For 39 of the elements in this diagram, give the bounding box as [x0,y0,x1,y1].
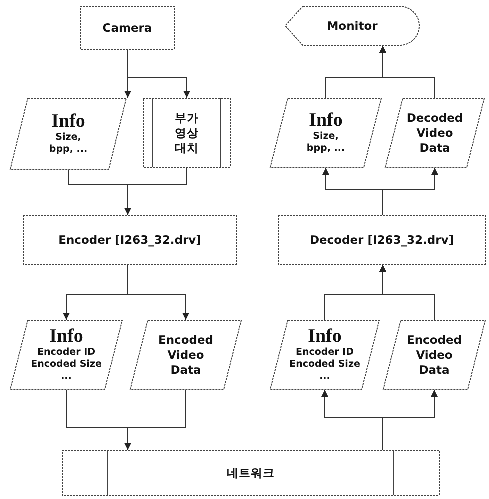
node-text: Size, bpp, ... [48,132,88,156]
arrow [128,50,190,98]
process-box [278,215,486,265]
data-parallelogram [270,98,382,168]
node-text: Decoder [I263_32.drv] [310,232,454,248]
data-parallelogram [10,98,127,170]
node-text: Monitor [327,18,378,34]
node-text: Size, bpp, ... [306,131,346,155]
predefined-process-box [143,98,231,168]
arrow [124,168,188,216]
node-heading: Info [52,112,86,132]
node-text: Encoder [I263_32.drv] [58,232,202,248]
data-parallelogram [10,320,123,390]
arrow [380,264,435,320]
node-heading: Info [308,327,342,347]
data-parallelogram [270,320,380,390]
arrow [124,50,132,98]
node-heading: Info [309,111,343,131]
node-text: Camera [102,20,152,36]
arrow [124,390,186,450]
node-text: Encoded Video Data [406,332,464,378]
arrow [382,168,438,216]
node-text: 네트워크 [227,466,275,480]
data-parallelogram [130,320,242,390]
display-shape [285,6,420,46]
process-box [80,6,175,50]
node-text: 부가 영상 대치 [174,110,200,156]
node-heading: Info [50,327,84,347]
arrow [128,264,190,320]
arrow [380,46,436,98]
node-text: Decoded Video Data [406,110,464,156]
node-text: Encoded Video Data [157,332,215,378]
node-text: Encoder ID Encoded Size ... [288,347,362,383]
data-parallelogram [385,98,485,168]
process-box [23,215,237,265]
node-text: Encoder ID Encoded Size ... [30,347,103,383]
data-parallelogram [383,320,486,390]
predefined-process-box [62,450,440,496]
arrow [382,390,438,450]
